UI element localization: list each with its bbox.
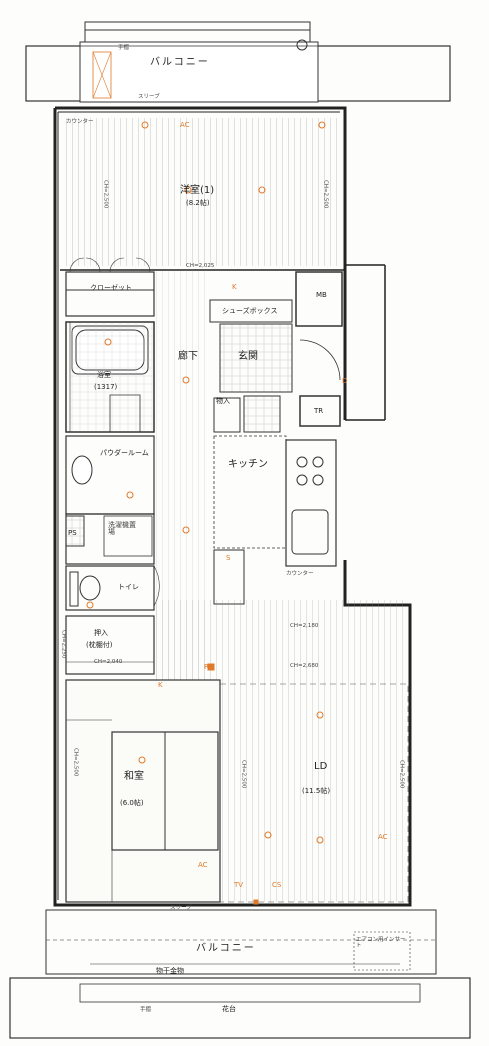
western-ch-bottom: CH=2,025 (186, 263, 215, 269)
d-mark-entrance: D (342, 377, 348, 385)
ld-size: (11.5帖) (302, 787, 331, 795)
washitsu-ch-left: CH=2,500 (72, 748, 79, 777)
closet2-ch: CH=2,040 (94, 659, 123, 665)
bathroom-size: (1317) (94, 383, 118, 391)
r-mark-ld: R (204, 663, 209, 671)
closet-label: クローゼット (90, 284, 132, 292)
tr-label: TR (314, 407, 324, 415)
western-room-name: 洋室(1) (180, 185, 215, 196)
shoe-box-label: シューズボックス (222, 307, 278, 315)
s-mark-kitchen: S (226, 554, 231, 562)
ps-label: PS (68, 529, 77, 537)
k-mark-hall: K (232, 283, 237, 291)
storage-label: 物入 (216, 397, 230, 405)
washitsu-name: 和室 (124, 771, 144, 782)
service-rooms (65, 435, 160, 675)
western-room-size: (8.2帖) (186, 199, 210, 207)
toilet-label: トイレ (118, 583, 139, 591)
counter-top-label: カウンター (66, 119, 94, 125)
cs-mark: CS (272, 881, 282, 889)
closet2-ch-side: CH=2,250 (60, 630, 67, 659)
balcony-bottom-label: バルコニー (196, 943, 256, 954)
ac-mark-washitsu: AC (198, 861, 208, 869)
closet2-name: 押入 (94, 629, 108, 637)
drying-rack-label: 物干金物 (156, 967, 184, 975)
sleeve-bottom-label: スリーブ (170, 905, 192, 911)
western-ch-left: CH=2,500 (102, 180, 109, 209)
washitsu-area (65, 679, 221, 903)
ld-ch-top: CH=2,180 (290, 623, 319, 629)
bathroom-name: 浴室 (97, 371, 111, 379)
entrance-area (209, 271, 343, 427)
mb-label: MB (316, 291, 327, 299)
hallway-label: 廊下 (178, 351, 198, 362)
balcony-top-label: バルコニー (150, 57, 210, 68)
kitchen-label: キッチン (228, 459, 268, 470)
tv-mark: TV (234, 881, 244, 889)
k-mark-ld: K (158, 681, 163, 689)
washer-label: 洗濯機置場 (108, 521, 136, 536)
sleeve-top-label: スリーブ (138, 94, 160, 100)
handrail-top-label: 手摺 (118, 45, 130, 51)
closet2-sub: (枕棚付) (86, 641, 113, 649)
balcony-top (25, 21, 451, 103)
ac-mark-western: AC (180, 121, 190, 129)
closet-area (65, 257, 155, 317)
western-ch-right: CH=2,500 (322, 180, 329, 209)
powder-room-label: パウダールーム (100, 449, 149, 457)
ac-mark-ld: AC (378, 833, 388, 841)
ld-ch-right: CH=2,500 (398, 760, 405, 789)
entrance-label: 玄関 (238, 351, 258, 362)
kitchen-area (213, 395, 337, 605)
washitsu-size: (6.0帖) (120, 799, 144, 807)
bathroom-area (65, 321, 155, 433)
handrail-bottom-label: 手摺 (140, 1007, 152, 1013)
ld-ch-mid: CH=2,680 (290, 663, 319, 669)
ld-name: LD (314, 761, 328, 772)
ld-ch-left: CH=2,500 (240, 760, 247, 789)
balcony-bottom (9, 909, 471, 1039)
ac-insert-label: エアコン用インサート (356, 937, 406, 949)
flower-bed-label: 花台 (222, 1005, 236, 1013)
electrical-marks (86, 121, 326, 905)
western-room-floor (66, 118, 338, 266)
kitchen-counter-label: カウンター (286, 571, 314, 577)
